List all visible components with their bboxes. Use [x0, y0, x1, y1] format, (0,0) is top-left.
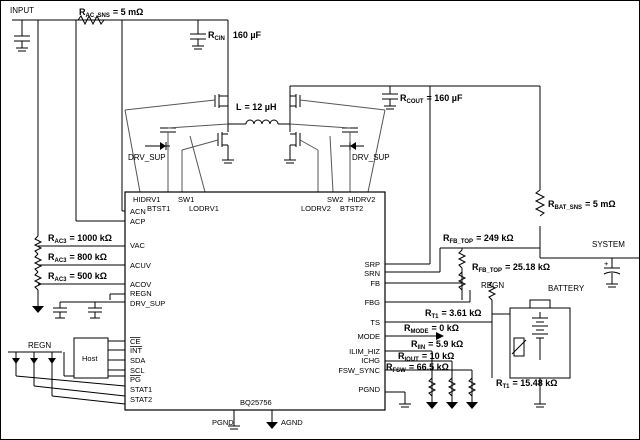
rac-sns-label: RAC_SNS= 5 mΩ	[79, 7, 143, 19]
system-capacitor: +	[603, 258, 621, 288]
rcout-label: RCOUT= 160 µF	[400, 93, 463, 105]
chip-part-number: BQ25756	[240, 398, 272, 407]
rbat-sns-resistor	[534, 189, 546, 217]
pin-regn: REGN	[130, 289, 152, 298]
pin-fb: FB	[370, 279, 380, 288]
chip-right-pins: SRP SRN FB FBG TS MODE ILIM_HIZ ICHG FSW…	[338, 260, 380, 394]
battery-pack	[509, 299, 571, 408]
pin-pg: PG	[130, 375, 141, 384]
pin-ichg: ICHG	[361, 356, 380, 365]
ground-icon	[32, 306, 44, 313]
pin-acov: ACOV	[130, 280, 151, 289]
pgnd-bottom-label: PGND	[212, 418, 234, 427]
svg-text:+: +	[604, 259, 609, 268]
cout-capacitor	[382, 86, 398, 110]
pin-sw2: SW2	[327, 195, 343, 204]
pin-sda: SDA	[130, 356, 145, 365]
rt1-bottom-label: RT1= 15.48 kΩ	[496, 378, 558, 390]
drv-sup-right-label: DRV_SUP	[352, 153, 390, 162]
pin-fbg: FBG	[365, 298, 381, 307]
pin-stat1: STAT1	[130, 385, 152, 394]
host-label: Host	[82, 354, 98, 363]
rmode-label: RMODE= 0 kΩ	[404, 323, 459, 335]
chip-left-pins: ACN ACP VAC ACUV ACOV REGN DRV_SUP CE IN…	[130, 207, 165, 404]
pin-drv-sup: DRV_SUP	[130, 299, 165, 308]
cin-capacitor	[190, 20, 206, 50]
feedback-network	[385, 248, 510, 409]
riin-label: RIIN= 5.9 kΩ	[411, 339, 463, 351]
output-rail	[370, 85, 640, 273]
rac3-1-label: RAC3= 1000 kΩ	[48, 233, 112, 245]
battery-label: BATTERY	[548, 284, 585, 293]
inductor	[245, 119, 279, 125]
chip-top-pins: HIDRV1 BTST1 SW1 LODRV1 LODRV2 SW2 BTST2…	[133, 195, 375, 213]
host-bus-lines	[108, 340, 125, 371]
pin-ilim-hiz: ILIM_HIZ	[349, 347, 380, 356]
pin-lodrv2: LODRV2	[301, 204, 331, 213]
rac3-3-label: RAC3= 500 kΩ	[48, 271, 107, 283]
drv-sup-left-label: DRV_SUP	[128, 153, 166, 162]
agnd-bottom-label: AGND	[281, 418, 303, 427]
bq25756-chip-body	[124, 191, 386, 411]
regn-right-label: REGN	[481, 281, 504, 290]
system-label: SYSTEM	[592, 240, 625, 249]
pin-hidrv1: HIDRV1	[133, 195, 160, 204]
pin-scl: SCL	[130, 366, 145, 375]
host-block	[73, 337, 109, 379]
rfsw-label: RFSW= 66.5 kΩ	[386, 362, 449, 374]
ac-divider-network	[32, 235, 125, 319]
pin-acp: ACP	[130, 217, 145, 226]
inductor-label: L= 12 µH	[236, 102, 276, 112]
pin-stat2: STAT2	[130, 395, 152, 404]
status-led-network	[8, 351, 126, 405]
pin-btst1: BTST1	[147, 204, 170, 213]
pin-ce: CE	[130, 337, 140, 346]
pin-vac: VAC	[130, 241, 145, 250]
power-stage	[124, 85, 386, 193]
pin-pgnd: PGND	[358, 385, 380, 394]
pin-lodrv1: LODRV1	[189, 204, 219, 213]
pin-fsw-sync: FSW_SYNC	[338, 366, 380, 375]
pin-mode: MODE	[358, 332, 381, 341]
input-label: INPUT	[10, 6, 34, 15]
regn-left-label: REGN	[28, 341, 51, 350]
bottom-ground-pins	[228, 410, 278, 430]
pin-srn: SRN	[364, 269, 380, 278]
pin-acn: ACN	[130, 207, 146, 216]
rac-sns-resistor	[77, 14, 105, 26]
rac3-2-label: RAC3= 800 kΩ	[48, 252, 107, 264]
rbat-sns-label: RBAT_SNS= 5 mΩ	[548, 199, 616, 211]
pin-sw1: SW1	[178, 195, 194, 204]
riout-label: RIOUT= 10 kΩ	[398, 351, 454, 363]
rfb-top-2-label: RFB_TOP= 25.18 kΩ	[472, 262, 550, 274]
pin-hidrv2: HIDRV2	[348, 195, 375, 204]
pin-int: INT	[130, 346, 143, 355]
input-rail	[12, 14, 229, 236]
pin-acuv: ACUV	[130, 261, 151, 270]
input-capacitor	[14, 20, 30, 52]
pin-btst2: BTST2	[340, 204, 363, 213]
rt1-top-label: RT1= 3.61 kΩ	[425, 308, 482, 320]
rfb-top-1-label: RFB_TOP= 249 kΩ	[443, 233, 514, 245]
pin-srp: SRP	[365, 260, 380, 269]
pin-ts: TS	[370, 318, 380, 327]
